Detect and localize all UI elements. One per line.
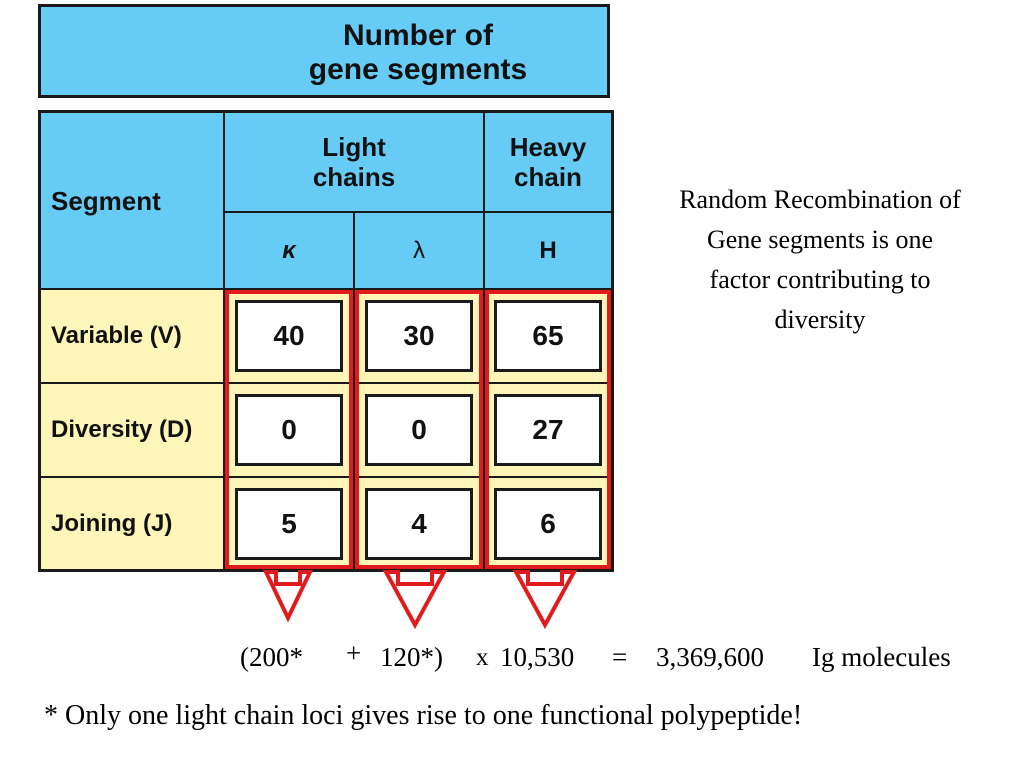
- heavy-chain-header: Heavy chain: [485, 113, 611, 211]
- explanation-line3: factor contributing to: [709, 265, 931, 294]
- lambda-down-arrow-icon: [382, 570, 448, 630]
- row-label-variable: Variable (V): [51, 322, 182, 349]
- row-label-diversity: Diversity (D): [51, 416, 193, 443]
- equation-times: x: [476, 644, 489, 671]
- header-row: [41, 113, 611, 288]
- table-title-line2: gene segments: [308, 53, 528, 86]
- value-cell-joining-lambda: 4: [365, 488, 473, 560]
- grid-line: [41, 476, 611, 478]
- heavy-column-highlight: [485, 290, 611, 569]
- heavy-symbol: H: [539, 236, 557, 264]
- segment-header: Segment: [41, 113, 223, 288]
- value-cell-joining-heavy: 6: [494, 488, 602, 560]
- value-cell-variable-kappa: 40: [235, 300, 343, 372]
- equation-result: 3,369,600: [656, 642, 764, 672]
- heavy-header-line1: Heavy: [509, 132, 587, 162]
- heavy-header-line2: chain: [514, 162, 582, 192]
- value-cell-diversity-kappa: 0: [235, 394, 343, 466]
- light-header-line1: Light: [322, 132, 386, 162]
- lambda-symbol: λ: [413, 236, 425, 264]
- explanation-line1: Random Recombination of: [679, 185, 961, 214]
- value-cell-variable-lambda: 30: [365, 300, 473, 372]
- grid-line: [353, 211, 355, 569]
- explanation-text: Random Recombination of Gene segments is…: [628, 180, 1012, 340]
- value-cell-variable-heavy: 65: [494, 300, 602, 372]
- row-label-joining: Joining (J): [51, 509, 173, 537]
- heavy-down-arrow-icon: [512, 570, 578, 630]
- explanation-line4: diversity: [774, 305, 866, 334]
- explanation-line2: Gene segments is one: [706, 225, 933, 254]
- value-cell-joining-kappa: 5: [235, 488, 343, 560]
- equation-equals: =: [612, 642, 628, 672]
- grid-line: [223, 211, 611, 213]
- value-cell-diversity-heavy: 27: [494, 394, 602, 466]
- gene-segment-table: Segment Light chains Heavy chain κ λ H V…: [38, 110, 614, 572]
- equation-lambda-term: 120*): [380, 642, 443, 672]
- equation-kappa-term: (200*: [240, 642, 303, 672]
- light-chains-header: Light chains: [225, 113, 483, 211]
- lambda-column-highlight: [355, 290, 483, 569]
- table-title: Number of gene segments: [223, 19, 613, 87]
- segment-header-label: Segment: [51, 185, 161, 216]
- kappa-down-arrow-icon: [262, 570, 314, 623]
- equation-plus: +: [346, 638, 362, 668]
- value-cell-diversity-lambda: 0: [365, 394, 473, 466]
- grid-line: [41, 288, 611, 290]
- table-title-line1: Number of: [343, 19, 493, 52]
- equation-heavy-term: 10,530: [500, 642, 575, 672]
- grid-line: [41, 382, 611, 384]
- footnote: * Only one light chain loci gives rise t…: [44, 700, 803, 731]
- kappa-column-highlight: [225, 290, 353, 569]
- equation-unit: Ig molecules: [812, 642, 951, 672]
- title-header-box: Number of gene segments: [38, 4, 610, 98]
- grid-line: [223, 113, 225, 569]
- light-header-line2: chains: [312, 162, 396, 192]
- grid-line: [483, 113, 485, 569]
- kappa-symbol: κ: [282, 236, 296, 264]
